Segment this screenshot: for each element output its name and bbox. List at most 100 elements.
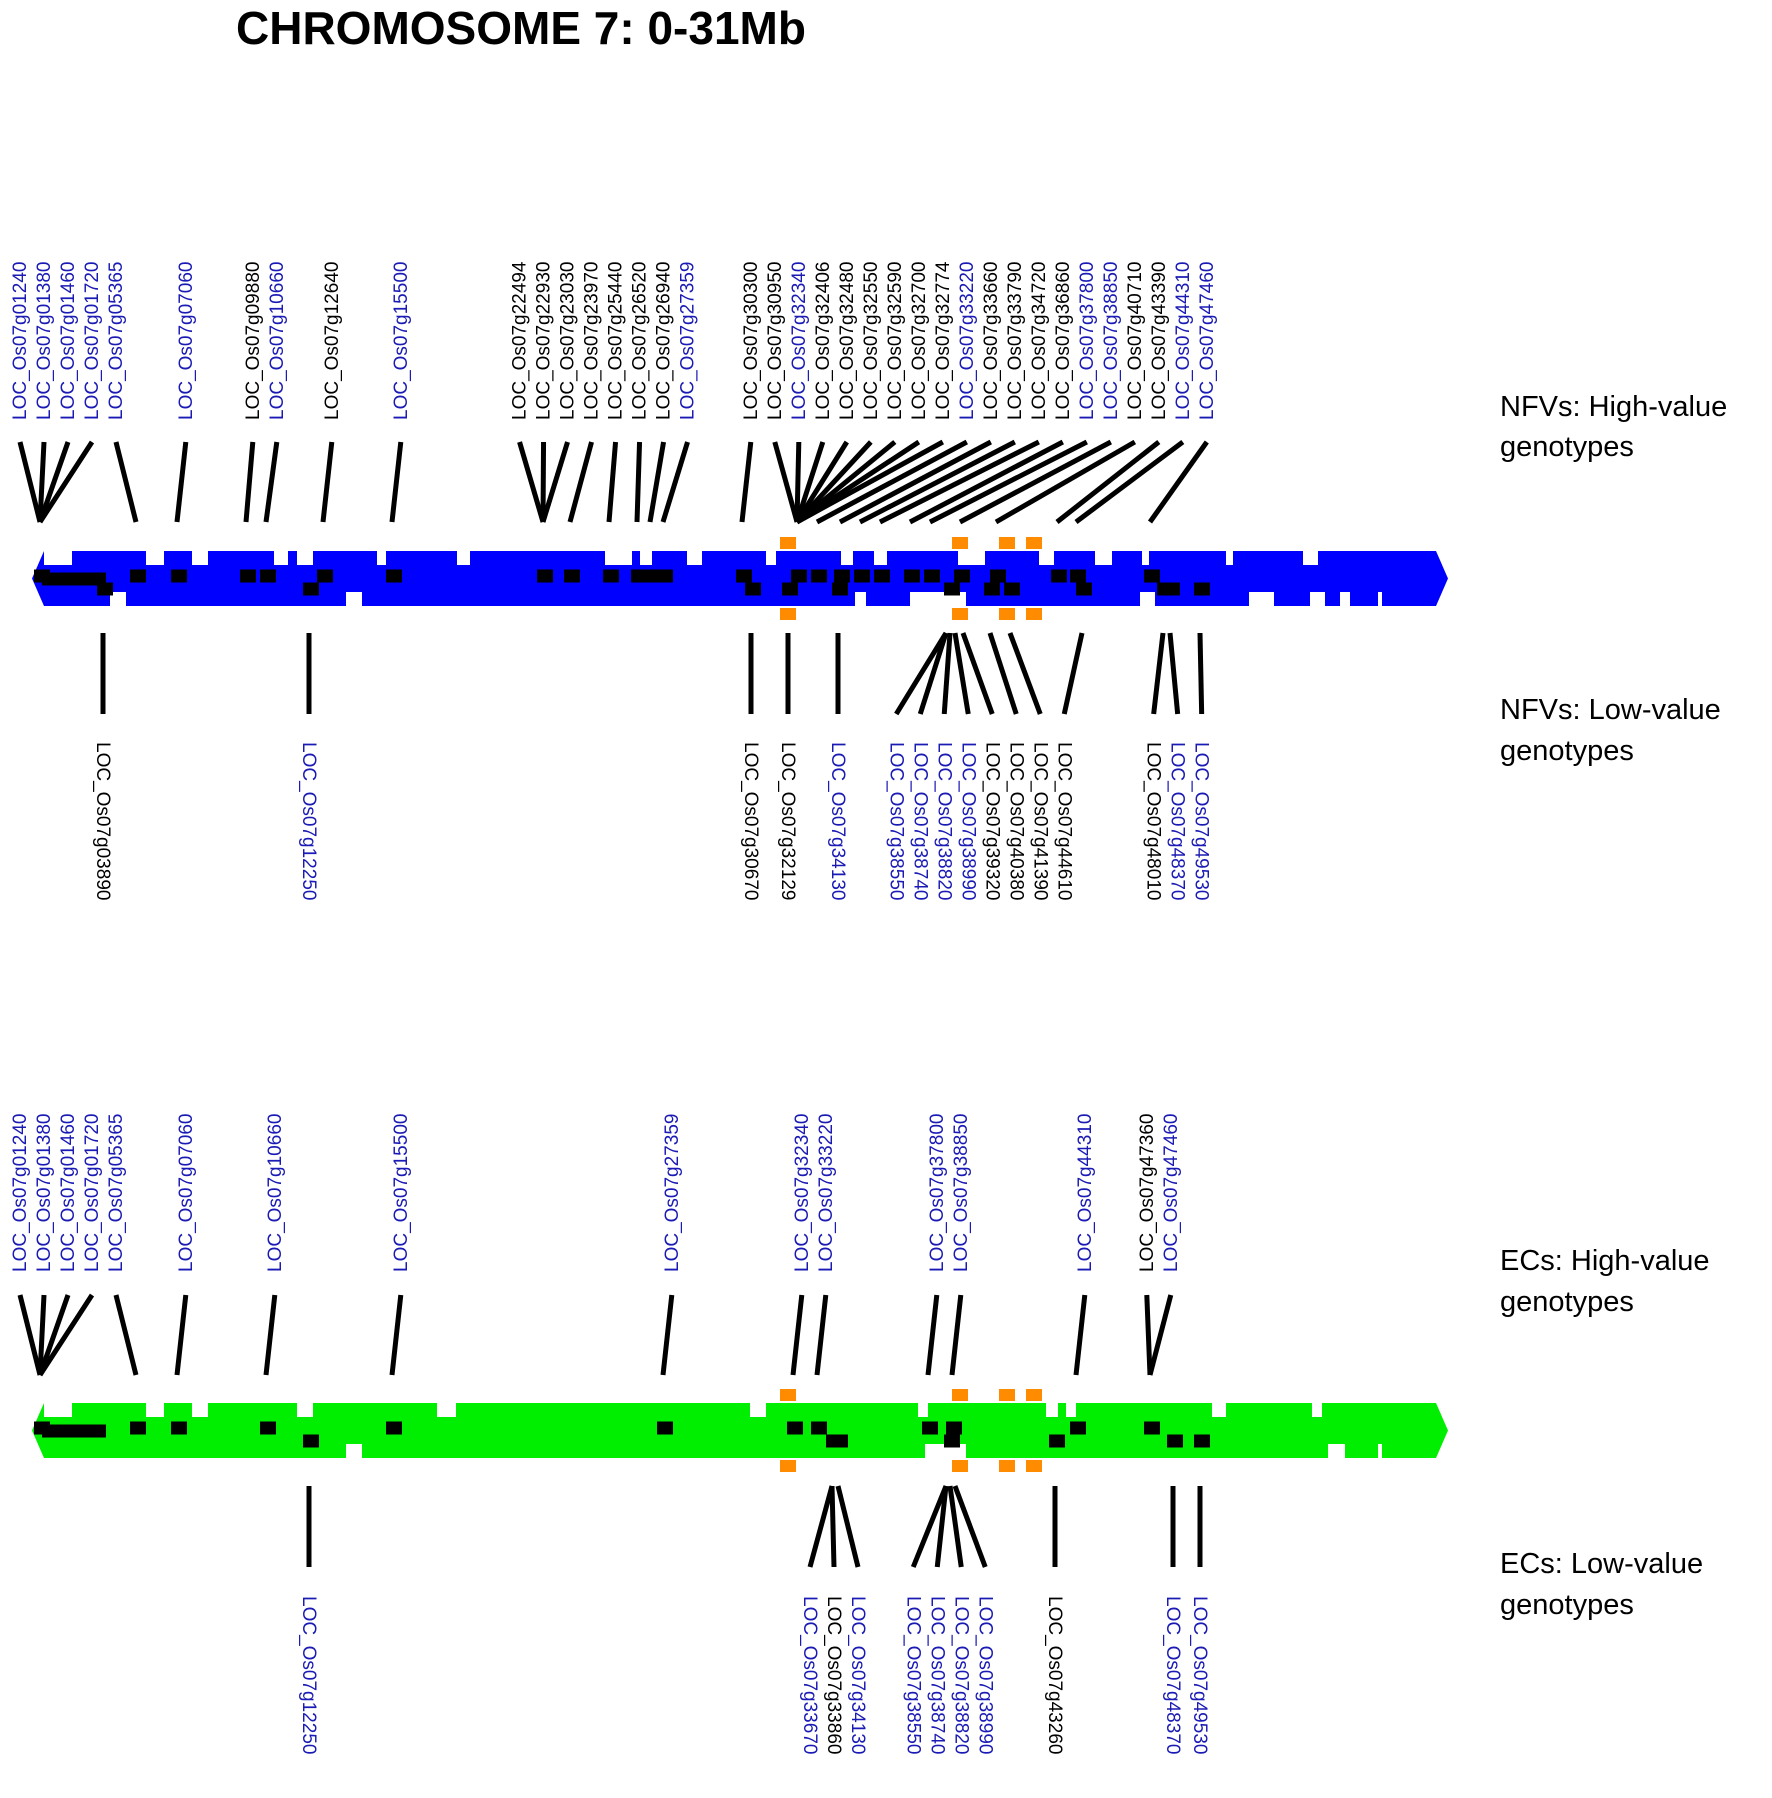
ec-low-connector — [829, 1485, 837, 1568]
nfv-low-gene-label: LOC_Os07g39320 — [981, 742, 1002, 900]
ec-high-connector — [113, 1294, 139, 1376]
nfv-high-connector — [794, 441, 802, 523]
ec-high-gene-label: LOC_Os07g37800 — [927, 1114, 948, 1272]
nfv-high-connector — [389, 441, 404, 523]
nfv-chromosome-gap-bottom — [1249, 592, 1274, 606]
ec-low-connector — [910, 1485, 949, 1568]
ec-low-label-line2: genotypes — [1500, 1589, 1634, 1621]
nfv-high-connector — [606, 441, 619, 523]
nfv-marker-top — [564, 569, 580, 583]
ec-high-connectors — [17, 1293, 1174, 1377]
nfv-marker-bottom — [1004, 582, 1020, 596]
nfv-high-connector — [739, 441, 754, 523]
ec-high-gene-label: LOC_Os07g01720 — [82, 1114, 103, 1272]
nfv-marker-top — [834, 569, 850, 583]
nfv-high-gene-label: LOC_Os07g26940 — [654, 262, 675, 420]
ec-high-gene-label: LOC_Os07g05365 — [106, 1114, 127, 1272]
nfv-high-gene-label: LOC_Os07g25440 — [606, 262, 627, 420]
nfv-low-gene-label: LOC_Os07g40380 — [1005, 742, 1026, 900]
nfv-highlight-top — [780, 537, 796, 549]
ec-low-gene-label: LOC_Os07g38990 — [974, 1596, 995, 1754]
nfv-high-gene-label: LOC_Os07g32406 — [813, 262, 834, 420]
ec-marker-bottom — [1049, 1434, 1065, 1448]
nfv-high-connector — [1147, 440, 1209, 524]
nfv-high-gene-label: LOC_Os07g33220 — [957, 262, 978, 420]
nfv-high-connector — [567, 441, 594, 523]
nfv-marker-top — [130, 569, 146, 583]
nfv-highlight-bottom — [952, 608, 968, 620]
ec-high-gene-label: LOC_Os07g38850 — [951, 1114, 972, 1272]
nfv-marker-top — [631, 569, 647, 583]
nfv-low-connector — [917, 632, 949, 715]
nfv-high-connector — [928, 439, 1088, 525]
ec-chromosome-gap-top — [146, 1403, 164, 1417]
nfv-high-connector — [660, 441, 690, 523]
ec-marker-bottom — [944, 1434, 960, 1448]
ec-high-gene-label: LOC_Os07g33220 — [816, 1114, 837, 1272]
nfv-marker-top — [854, 569, 870, 583]
ec-low-connectors — [306, 1485, 1203, 1568]
nfv-high-gene-label: LOC_Os07g09880 — [243, 262, 264, 420]
ec-high-connector — [1147, 1294, 1174, 1376]
nfv-low-connector — [1151, 632, 1166, 715]
nfv-high-gene-label: LOC_Os07g32700 — [909, 262, 930, 420]
ec-highlight-top — [1026, 1389, 1042, 1401]
ec-high-connector — [1073, 1294, 1088, 1376]
nfv-high-label-line2: genotypes — [1500, 431, 1634, 463]
nfv-marker-bottom — [303, 582, 319, 596]
ec-low-gene-label: LOC_Os07g38550 — [902, 1596, 923, 1754]
ec-high-connector — [37, 1293, 95, 1377]
nfv-high-connector — [794, 440, 849, 524]
nfv-marker-top — [1144, 569, 1160, 583]
nfv-marker-top — [924, 569, 940, 583]
nfv-high-gene-label: LOC_Os07g44310 — [1173, 262, 1194, 420]
ec-marker-top — [1070, 1421, 1086, 1435]
ec-high-connector — [660, 1294, 675, 1376]
ec-marker-bottom — [1194, 1434, 1210, 1448]
nfv-high-gene-label: LOC_Os07g32340 — [789, 262, 810, 420]
nfv-marker-bottom — [745, 582, 761, 596]
nfv-high-gene-label: LOC_Os07g43390 — [1149, 262, 1170, 420]
ec-high-connector — [37, 1294, 47, 1376]
nfv-high-connector — [794, 441, 826, 523]
nfv-chromosome-gap-bottom — [1310, 592, 1325, 606]
nfv-highlight-bottom — [780, 608, 796, 620]
ec-high-gene-label: LOC_Os07g44310 — [1075, 1114, 1096, 1272]
nfv-highlight-top — [1026, 537, 1042, 549]
nfv-chromosome-gap-top — [192, 551, 208, 565]
ec-highlight-bottom — [780, 1460, 796, 1472]
nfv-high-gene-label: LOC_Os07g01240 — [10, 262, 31, 420]
ec-low-connector — [835, 1485, 861, 1568]
ec-marker-bottom — [303, 1434, 319, 1448]
nfv-marker-top — [736, 569, 752, 583]
ec-chromosome-gap-bottom — [1328, 1444, 1345, 1458]
ec-high-gene-label: LOC_Os07g10660 — [265, 1114, 286, 1272]
ec-chromosome — [32, 1389, 1448, 1472]
ec-high-connector — [174, 1294, 189, 1376]
nfv-high-connector — [634, 441, 643, 523]
nfv-marker-top — [386, 569, 402, 583]
ec-marker-top — [657, 1421, 673, 1435]
ec-high-label-line1: ECs: High-value — [1500, 1245, 1710, 1277]
nfv-low-gene-label: LOC_Os07g44610 — [1053, 742, 1074, 900]
nfv-high-connector — [647, 441, 667, 523]
ec-chromosome-gap-top — [437, 1403, 456, 1417]
ec-marker-top — [386, 1421, 402, 1435]
nfv-high-gene-label: LOC_Os07g23970 — [582, 262, 603, 420]
nfv-marker-top — [904, 569, 920, 583]
nfv-chromosome-gap-top — [146, 551, 164, 565]
nfv-low-gene-label: LOC_Os07g41390 — [1029, 742, 1050, 900]
ec-high-gene-label: LOC_Os07g47360 — [1137, 1114, 1158, 1272]
ec-chromosome-gap-top — [1212, 1403, 1226, 1417]
ec-high-connector — [1144, 1294, 1153, 1376]
nfv-low-gene-label: LOC_Os07g38990 — [957, 742, 978, 900]
nfv-marker-bottom — [782, 582, 798, 596]
ec-low-gene-label: LOC_Os07g33860 — [823, 1596, 844, 1754]
nfv-high-gene-label: LOC_Os07g38850 — [1101, 262, 1122, 420]
nfv-low-connector — [1167, 632, 1181, 715]
nfv-high-connector — [540, 441, 547, 523]
nfv-chromosome-gap-bottom — [346, 592, 362, 606]
ec-high-gene-label: LOC_Os07g01460 — [58, 1114, 79, 1272]
nfv-high-gene-label: LOC_Os07g37800 — [1077, 262, 1098, 420]
